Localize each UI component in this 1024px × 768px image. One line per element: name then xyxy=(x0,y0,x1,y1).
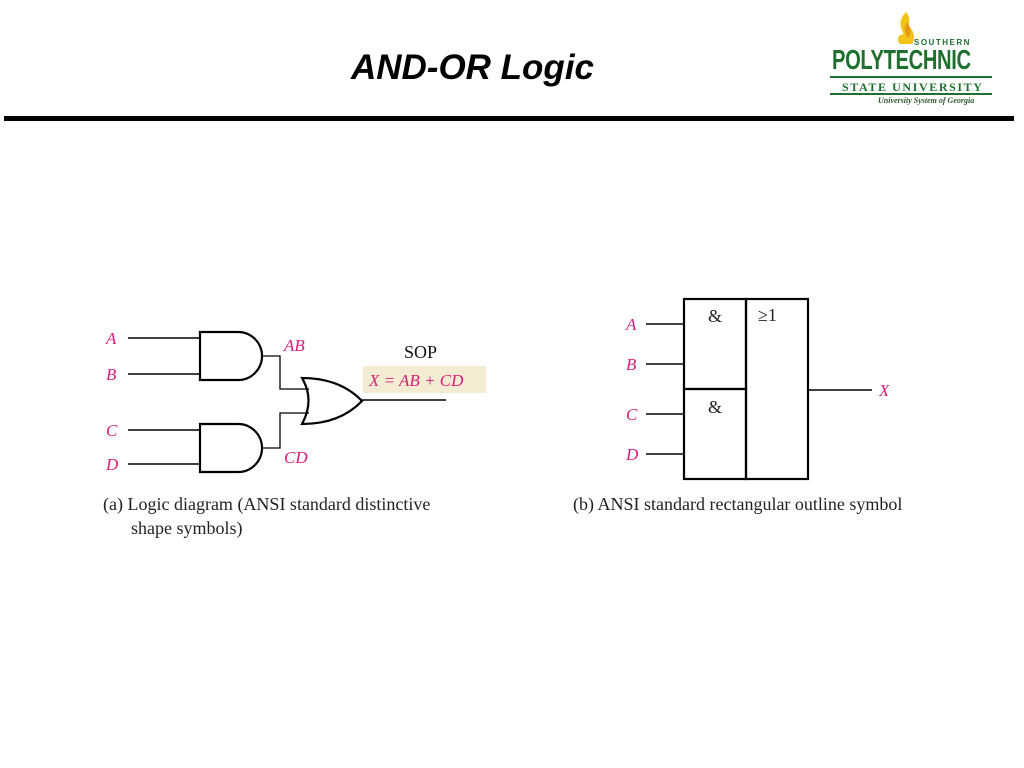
rect-input-label-d: D xyxy=(625,445,639,464)
logic-diagram-rectangular: A B C D & & ≥1 X (b) ANSI standard recta… xyxy=(573,297,902,515)
caption-a-line2: shape symbols) xyxy=(131,518,243,539)
input-label-c: C xyxy=(106,421,118,440)
rect-input-label-a: A xyxy=(625,315,637,334)
and-symbol-top: & xyxy=(708,306,722,326)
rect-input-label-b: B xyxy=(626,355,637,374)
sop-expression: X = AB + CD xyxy=(368,371,464,390)
title-divider xyxy=(4,116,1014,121)
logo-southern-text: SOUTHERN xyxy=(914,38,971,47)
logic-diagram-distinctive: A B C D AB CD SOP X = AB + CD (a) Logic … xyxy=(103,329,486,539)
and-symbol-bottom: & xyxy=(708,397,722,417)
flame-icon xyxy=(830,12,992,95)
caption-b: (b) ANSI standard rectangular outline sy… xyxy=(573,494,902,515)
and-gate-1 xyxy=(198,330,264,382)
logo-system-text: University System of Georgia xyxy=(878,96,975,105)
caption-a-line1: (a) Logic diagram (ANSI standard distinc… xyxy=(103,494,430,515)
or-symbol: ≥1 xyxy=(758,305,777,325)
or-gate xyxy=(300,376,364,426)
and-gate-2 xyxy=(198,422,264,474)
sop-label: SOP xyxy=(404,342,437,362)
and2-output-label: CD xyxy=(284,448,308,467)
university-logo: SOUTHERN POLYTECHNIC STATE UNIVERSITY Un… xyxy=(828,10,994,110)
input-label-d: D xyxy=(105,455,119,474)
input-label-b: B xyxy=(106,365,117,384)
logo-state-university-text: STATE UNIVERSITY xyxy=(842,80,984,94)
expression-highlight xyxy=(363,366,486,393)
rect-output-label: X xyxy=(878,381,890,400)
slide-title: AND-OR Logic xyxy=(350,48,595,87)
input-label-a: A xyxy=(105,329,117,348)
or-block xyxy=(744,297,810,481)
and1-output-label: AB xyxy=(283,336,305,355)
rect-input-label-c: C xyxy=(626,405,638,424)
logo-polytechnic-text: POLYTECHNIC xyxy=(832,44,971,75)
